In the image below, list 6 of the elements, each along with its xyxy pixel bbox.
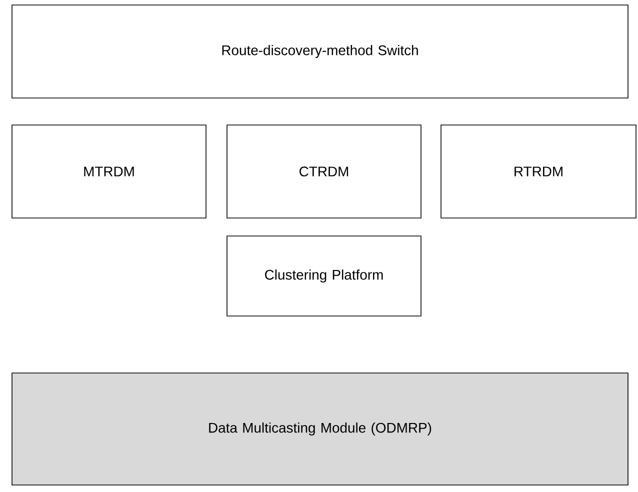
module-box: Route-discovery-method Switch [12,4,628,98]
module-box: MTRDM [12,124,206,218]
module-box: RTRDM [440,124,636,218]
module-box: Data Multicasting Module (ODMRP) [12,372,628,486]
module-box: Clustering Platform [226,236,422,316]
module-box: CTRDM [226,124,422,218]
